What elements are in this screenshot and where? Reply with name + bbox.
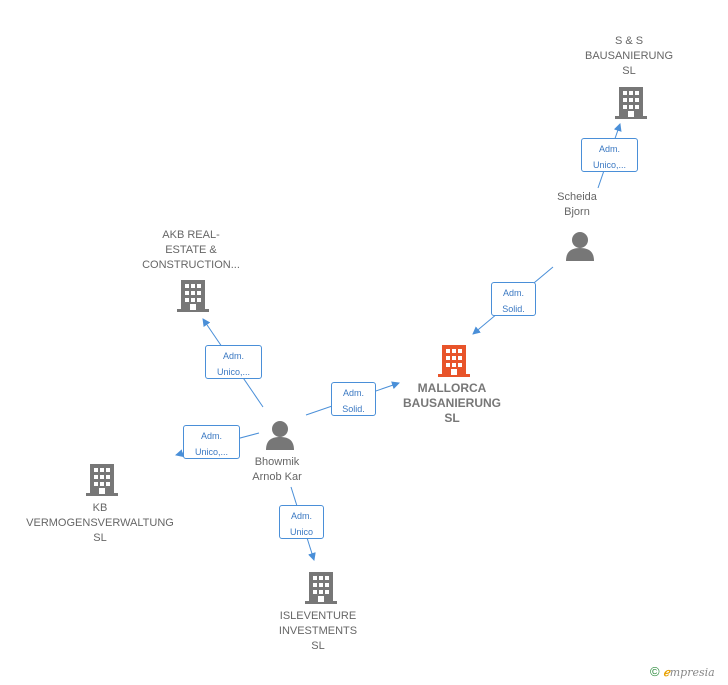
node-label-akb[interactable]: AKB REAL- ESTATE & CONSTRUCTION... (142, 229, 240, 271)
relation-role: Adm. (290, 511, 312, 521)
node-label-kb[interactable]: KB VERMOGENSVERWALTUNG SL (26, 502, 174, 544)
copyright-icon: © (650, 664, 660, 679)
node-label-ss[interactable]: S & S BAUSANIERUNG SL (584, 35, 674, 77)
person-icon[interactable] (565, 231, 595, 266)
relation-detail: Unico,... (194, 447, 228, 457)
relation-role: Adm. (222, 351, 244, 361)
relation-detail: Unico (289, 527, 313, 537)
relation-role: Adm. (342, 388, 364, 398)
node-label-isleventure[interactable]: ISLEVENTURE INVESTMENTS SL (278, 610, 358, 652)
node-label-bhowmik[interactable]: Bhowmik Arnob Kar (252, 456, 302, 483)
building-icon[interactable] (615, 85, 647, 124)
relation-box-bhowmik-kb[interactable]: Adm. Unico,... (183, 425, 240, 459)
relation-detail: Solid. (342, 404, 365, 414)
relation-box-bhowmik-akb[interactable]: Adm. Unico,... (205, 345, 262, 379)
relation-box-bhowmik-mallorca[interactable]: Adm. Solid. (331, 382, 376, 416)
node-label-mallorca[interactable]: MALLORCA BAUSANIERUNG SL (402, 381, 502, 425)
building-icon-main[interactable] (438, 343, 470, 382)
person-icon[interactable] (265, 420, 295, 455)
relation-box-scheida-ss[interactable]: Adm. Unico,... (581, 138, 638, 172)
building-icon[interactable] (177, 278, 209, 317)
footer-brand[interactable]: © ℯmpresia (650, 664, 715, 679)
relation-role: Adm. (502, 288, 524, 298)
relation-box-bhowmik-isleventure[interactable]: Adm. Unico (279, 505, 324, 539)
building-icon[interactable] (86, 462, 118, 501)
relation-role: Adm. (598, 144, 620, 154)
relation-detail: Solid. (502, 304, 525, 314)
relation-detail: Unico,... (216, 367, 250, 377)
relation-detail: Unico,... (592, 160, 626, 170)
relation-box-scheida-mallorca[interactable]: Adm. Solid. (491, 282, 536, 316)
node-label-scheida[interactable]: Scheida Bjorn (557, 191, 597, 218)
brand-logo: ℯmpresia (663, 666, 715, 679)
relation-role: Adm. (200, 431, 222, 441)
building-icon[interactable] (305, 570, 337, 609)
